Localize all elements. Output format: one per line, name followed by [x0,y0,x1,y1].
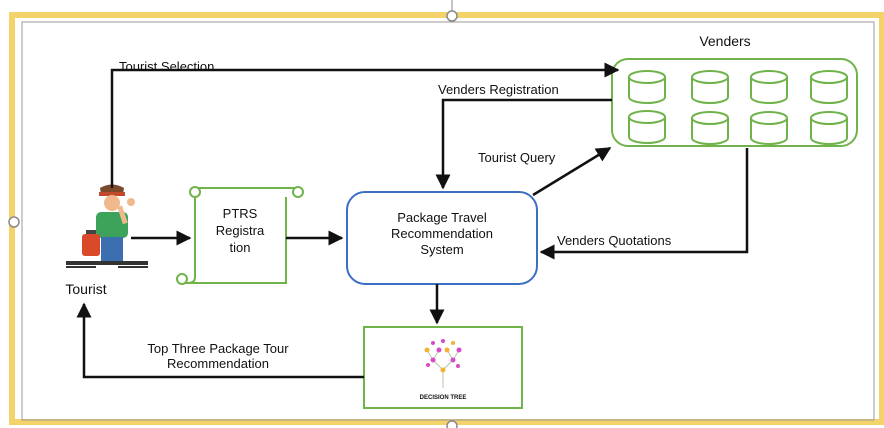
venders-title: Venders [699,33,750,49]
tourist-icon [66,184,148,268]
selection-frame[interactable] [8,0,884,428]
database-icon [691,70,729,104]
arrow-venders-quotations [539,148,749,260]
tourist-label: Tourist [65,281,106,297]
arrow-recommendation-to-tourist [76,302,364,379]
system-label-line1: Package Travel [397,210,487,225]
ptrs-label-line1: PTRS [223,206,258,221]
recommendation-system-box [346,191,538,285]
arrow-tourist-query [532,146,612,197]
top-three-label-line2: Recommendation [167,356,269,371]
ptrs-label-line3: tion [230,240,251,255]
arrow-venders-registration [435,98,612,190]
database-icon [810,111,848,145]
database-icon [750,111,788,145]
database-icon [628,70,666,104]
venders-quotations-label: Venders Quotations [557,233,672,248]
tourist-query-label: Tourist Query [478,150,556,165]
ptrs-label-line2: Registra [216,223,265,238]
decision-tree-icon [424,339,462,388]
ptrs-registration-scroll [176,186,304,285]
top-three-label-line1: Top Three Package Tour [147,341,289,356]
database-icon [750,70,788,104]
decision-tree-label: DECISION TREE [420,395,467,401]
tourist-selection-label: Tourist Selection [119,59,214,74]
system-label-line2: Recommendation [391,226,493,241]
resize-handle-left[interactable] [8,216,20,228]
arrow-tourist-selection [110,62,620,188]
venders-group [611,58,858,147]
venders-registration-label: Venders Registration [438,82,559,97]
database-icon [810,70,848,104]
database-icon [628,110,666,144]
resize-handle-bottom[interactable] [446,420,458,428]
database-icon [691,111,729,145]
resize-handle-top[interactable] [446,10,458,22]
system-label-line3: System [420,242,463,257]
